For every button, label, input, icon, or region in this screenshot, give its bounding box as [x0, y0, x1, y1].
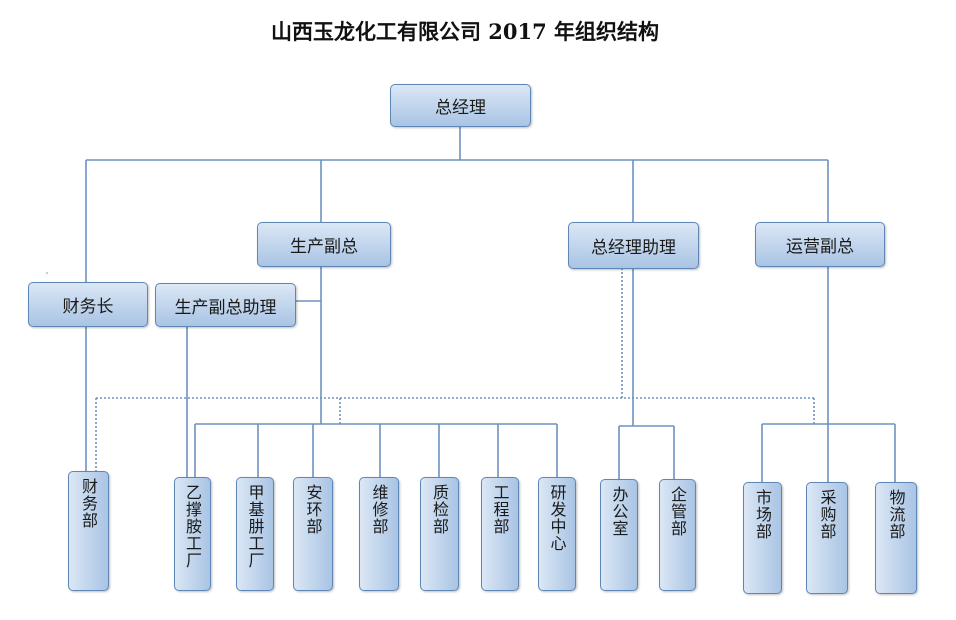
node-mgmt-dept: 企管部 [659, 479, 696, 591]
node-rd-center: 研发中心 [538, 477, 576, 591]
node-label: 工程部 [490, 484, 510, 535]
node-logistics-dept: 物流部 [875, 482, 917, 594]
node-label: 研发中心 [547, 484, 567, 552]
node-label: 财务长 [62, 297, 114, 317]
node-label: 采购部 [817, 489, 837, 540]
node-production-vp-assistant: 生产副总助理 [155, 283, 296, 327]
node-purchasing-dept: 采购部 [806, 482, 848, 594]
node-label: 质检部 [430, 484, 449, 535]
node-engineering-dept: 工程部 [481, 477, 519, 591]
node-general-manager: 总经理 [390, 84, 531, 127]
node-finance-dept: 财务部 [68, 471, 109, 591]
node-gm-assistant: 总经理助理 [568, 222, 699, 269]
node-label: 生产副总 [290, 237, 358, 257]
node-label: 乙撑胺工厂 [183, 484, 202, 569]
node-label: 财务部 [79, 478, 98, 529]
node-office: 办公室 [600, 479, 638, 591]
node-label: 总经理 [435, 98, 486, 118]
node-label: 生产副总助理 [174, 297, 277, 318]
node-cfo: 财务长 [28, 282, 148, 327]
node-label: 市场部 [753, 489, 772, 540]
node-market-dept: 市场部 [743, 482, 782, 594]
node-methyl-plant: 甲基肼工厂 [236, 477, 274, 591]
node-label: 总经理助理 [591, 238, 676, 258]
node-production-vp: 生产副总 [257, 222, 391, 267]
node-safety-dept: 安环部 [293, 477, 333, 591]
node-label: 企管部 [668, 486, 687, 537]
node-acetylene-plant: 乙撑胺工厂 [174, 477, 211, 591]
node-label: 甲基肼工厂 [245, 484, 265, 569]
chart-title: 山西玉龙化工有限公司 2017 年组织结构 [270, 19, 660, 44]
node-label: 办公室 [609, 486, 629, 537]
node-label: 运营副总 [786, 237, 854, 257]
node-label: 安环部 [303, 484, 323, 535]
node-operations-vp: 运营副总 [755, 222, 885, 267]
node-label: 物流部 [886, 489, 906, 540]
node-maintenance-dept: 维修部 [359, 477, 399, 591]
node-qc-dept: 质检部 [420, 477, 459, 591]
node-label: 维修部 [369, 484, 389, 535]
